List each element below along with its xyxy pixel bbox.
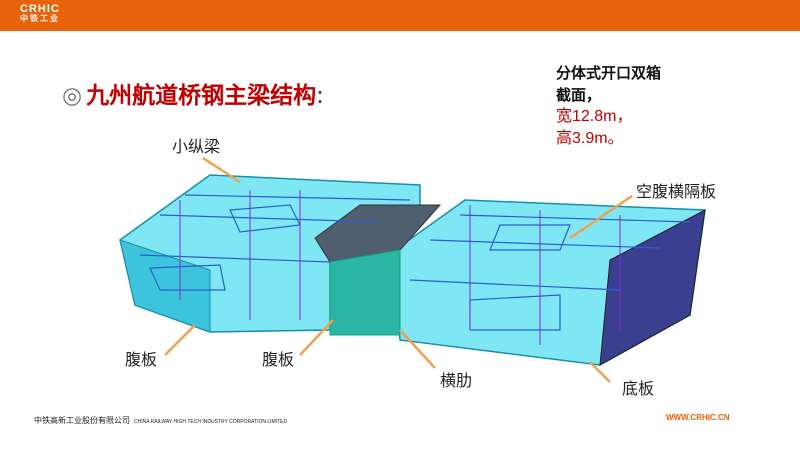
label-hollow-diaphragm: 空腹横隔板 — [636, 182, 717, 201]
header-bar: CRHIC 中铁工业 — [0, 0, 800, 31]
company-logo: CRHIC 中铁工业 — [20, 3, 60, 24]
label-small-stringer: 小纵梁 — [172, 137, 221, 156]
section-description: 分体式开口双箱 截面， 宽12.8m， 高3.9m。 — [556, 64, 662, 147]
slide-title: ◎九州航道桥钢主梁结构: — [62, 83, 324, 109]
label-web-left: 腹板 — [125, 350, 158, 369]
center-deck — [314, 204, 442, 263]
label-web-middle: 腹板 — [262, 350, 295, 369]
footer-website: WWW.CRHIC.CN — [666, 413, 730, 422]
bullet-icon: ◎ — [62, 83, 83, 109]
label-rib: 横肋 — [440, 371, 473, 390]
label-bottom-plate: 底板 — [622, 379, 655, 398]
